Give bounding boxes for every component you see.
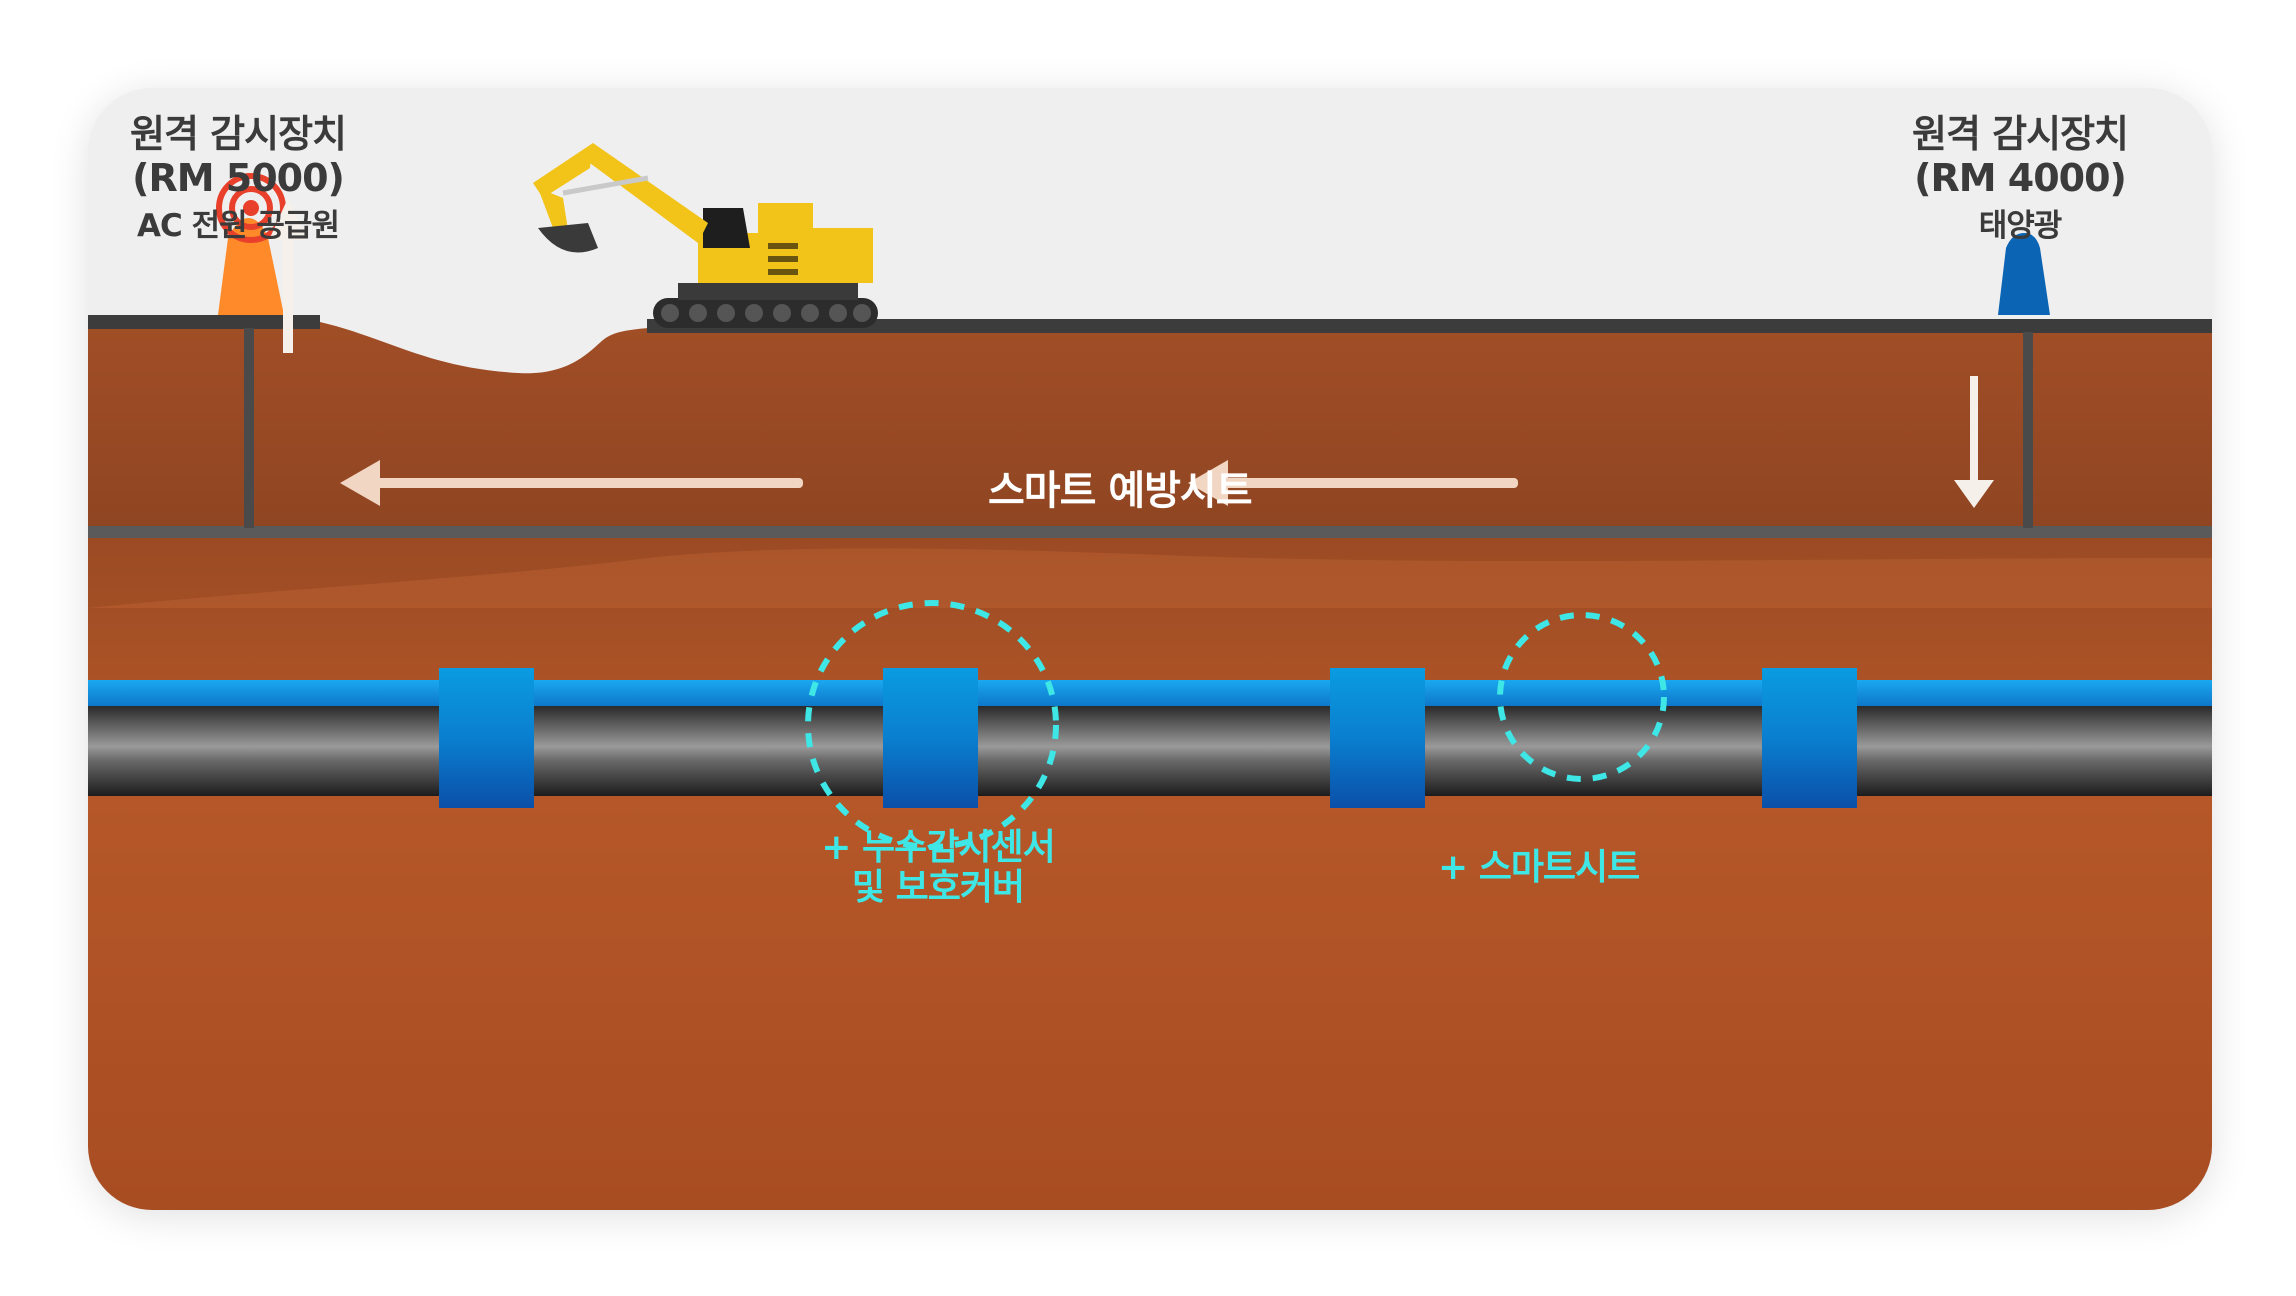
pipe-band-2	[883, 668, 978, 808]
left-device-title-line2: (RM 5000)	[132, 156, 345, 200]
pipe-band-1	[439, 668, 534, 808]
left-device-title-line1: 원격 감시장치	[130, 112, 347, 156]
left-device-subtitle: AC 전원 공급원	[137, 208, 340, 244]
leak-sensor-label-line2: 및 보호커버	[851, 867, 1025, 908]
right-device-title-line1: 원격 감시장치	[1912, 112, 2129, 156]
pipe	[88, 706, 2212, 796]
ground-surface-right	[647, 319, 2212, 333]
pipe-band-3	[1330, 668, 1425, 808]
arrow-up-icon	[269, 198, 307, 353]
smart-sheet-highlight-circle	[1497, 612, 1667, 782]
arrow-left-icon-2	[1188, 460, 1518, 506]
right-device-label: 원격 감시장치 (RM 4000) 태양광	[1870, 112, 2170, 246]
ground-surface-left	[88, 315, 320, 329]
smart-sheet-line	[88, 526, 2212, 538]
smart-sheet-label: 스마트 예방시트	[988, 468, 1253, 514]
leak-sensor-label: + 누수감시센서 및 보호커버	[788, 828, 1088, 908]
scene-graphic	[88, 143, 2212, 1210]
pipe-band-4	[1762, 668, 1857, 808]
arrow-left-icon-1	[340, 460, 803, 506]
smart-sheet-point-label: + 스마트시트	[1438, 847, 1640, 888]
excavator-icon	[533, 143, 878, 328]
left-device-label: 원격 감시장치 (RM 5000) AC 전원 공급원	[88, 112, 388, 246]
right-device-title-line2: (RM 4000)	[1914, 156, 2127, 200]
right-cable	[2023, 332, 2033, 528]
diagram-canvas: 원격 감시장치 (RM 5000) AC 전원 공급원 원격 감시장치 (RM …	[88, 88, 2212, 1210]
right-device-subtitle: 태양광	[1978, 208, 2063, 244]
signal-waves-icon	[216, 173, 286, 243]
left-device-body	[218, 218, 284, 315]
lower-soil	[88, 533, 2212, 1210]
arrow-down-icon	[1954, 376, 1994, 508]
left-cable	[244, 328, 254, 528]
leak-sensor-label-line1: + 누수감시센서	[821, 827, 1055, 868]
right-device-body	[1998, 233, 2050, 315]
leak-sensor-highlight-circle	[805, 600, 1059, 850]
